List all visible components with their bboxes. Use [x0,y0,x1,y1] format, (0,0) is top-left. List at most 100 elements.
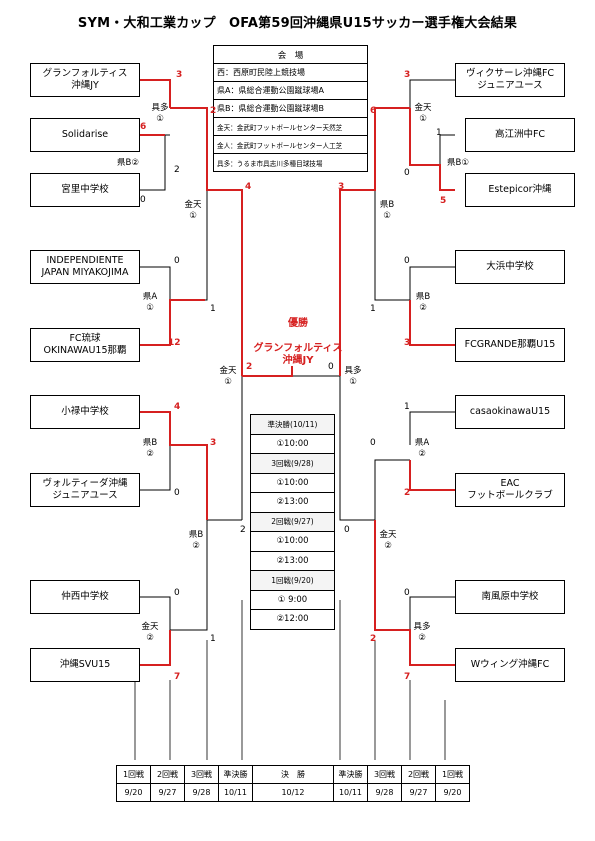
match-score: 0 [140,195,146,205]
round-date: 9/27 [401,783,436,802]
winner-line [374,520,455,666]
round-date: 9/20 [435,783,470,802]
venue-header: 会 場 [277,50,304,61]
team-box: casaokinawaU15 [455,395,565,429]
bracket-line [205,190,208,301]
match-score: 2 [174,165,180,175]
match-score: 0 [404,256,410,266]
bracket-line [140,445,171,491]
bracket-line [409,266,455,300]
match-score: 3 [176,70,183,80]
champion-label: 優勝 [288,317,308,329]
match-score: 3 [338,182,345,192]
team-box: 大浜中学校 [455,250,565,284]
match-score: 5 [440,196,447,206]
champion-team: グランフォルティス 沖縄JY [253,342,343,367]
round-table: 1回戦 2回戦 3回戦 準決勝 決 勝 準決勝 3回戦 2回戦 1回戦 9/20… [116,765,470,802]
match-venue-text: 県B [188,530,204,540]
team-box: 沖縄SVU15 [30,648,140,682]
venue-row: 具多：うるま市具志川多種目球技場 [214,153,367,171]
match-score: 1 [404,402,410,412]
round-date: 9/28 [367,783,402,802]
winner-line [140,630,171,666]
venue-table: 会 場 西：西原町民陸上競技場 県A：県総合運動公園蹴球場A 県B：県総合運動公… [213,45,368,172]
match-venue-text: 県B [142,438,158,448]
round-name: 準決勝 [218,765,253,784]
match-venue-text: ② [418,632,426,643]
match-score: 2 [370,634,377,644]
match-venue-text: 金天 [219,366,237,376]
match-venue-text: 具多 [344,366,362,376]
winner-line [242,366,293,377]
team-box: EAC フットボールクラブ [455,473,565,507]
match-venue-text: ② [146,632,154,643]
round-name: 3回戦 [367,765,402,784]
team-box: FCGRANDE那覇U15 [455,328,565,362]
match-score: 0 [174,588,180,598]
team-box: Wウィング沖縄FC [455,648,565,682]
bracket-line [140,135,166,191]
match-score: 0 [174,488,180,498]
bracket-line [140,266,171,300]
match-venue-text: ① [189,210,197,221]
winner-line [140,411,208,520]
match-score: 0 [174,256,180,266]
venue-row: 西：西原町民陸上競技場 [214,63,367,81]
round-date: 10/12 [252,783,334,802]
match-venue-text: ① [146,302,154,313]
match-venue-text: 県B [379,200,395,210]
match-score: 3 [404,70,411,80]
match-venue-text: 県A [142,292,158,302]
match-venue-text: 県B [415,292,431,302]
match-score: 1 [370,304,376,314]
match-venue-text: ② [418,448,426,459]
winner-line [170,107,243,376]
schedule-row: 2回戦(9/27) [251,511,334,531]
schedule-row: ①10:00 [251,433,334,454]
round-name: 決 勝 [252,765,334,784]
round-name: 2回戦 [150,765,185,784]
match-score: 0 [404,168,410,178]
match-score: 7 [174,672,181,682]
schedule-row: ②12:00 [251,609,334,629]
match-venue-text: 金天 [379,530,397,540]
round-date: 9/28 [184,783,219,802]
round-name: 1回戦 [116,765,151,784]
winner-line [409,460,455,491]
team-box: FC琉球 OKINAWAU15那覇 [30,328,140,362]
match-score: 2 [240,525,246,535]
team-box: 南風原中学校 [455,580,565,614]
team-box: INDEPENDIENTE JAPAN MIYAKOJIMA [30,250,140,284]
match-score: 1 [210,304,216,314]
round-date: 10/11 [333,783,368,802]
match-venue-text: 金天 [141,622,159,632]
round-date: 9/20 [116,783,151,802]
match-score: 0 [328,362,334,372]
venue-row: 金天：金武町フットボールセンター天然芝 [214,117,367,135]
match-score: 0 [370,438,376,448]
winner-line [409,108,455,191]
match-score: 2 [210,106,217,116]
team-box: 仲西中学校 [30,580,140,614]
schedule-table: 準決勝(10/11) ①10:00 3回戦(9/28) ①10:00 ②13:0… [250,414,335,630]
round-name: 準決勝 [333,765,368,784]
match-venue-label: 県B① [440,158,476,169]
match-venue-text: 具多 [413,622,431,632]
match-venue-label: 県B② [110,158,146,169]
team-box: 高江洲中FC [465,118,575,152]
round-name: 3回戦 [184,765,219,784]
team-box: 宮里中学校 [30,173,140,207]
match-score: 0 [404,588,410,598]
winner-line [140,299,205,346]
match-venue-text: ① [156,113,164,124]
